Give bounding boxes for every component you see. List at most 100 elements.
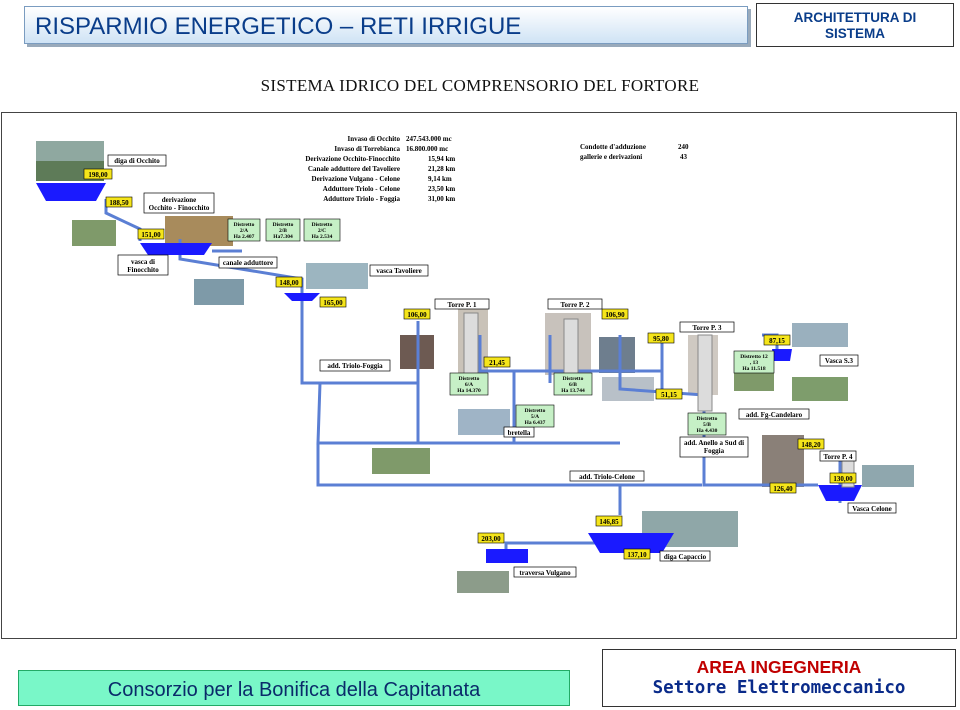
- elevation-tag: 165,00: [319, 296, 347, 308]
- info-extra-value: 43: [680, 153, 688, 161]
- elevation-tag: 87,15: [763, 334, 791, 346]
- photo-valve: [599, 337, 635, 373]
- info-label: Derivazione Vulgano - Celone: [312, 175, 400, 183]
- photo-bretella: [458, 409, 510, 435]
- info-value: 9,14 km: [428, 175, 452, 183]
- elevation-tag: 106,90: [601, 308, 629, 320]
- label-diga-capaccio: diga Capaccio: [664, 553, 707, 561]
- label-add-triolo-celone: add. Triolo-Celone: [579, 473, 635, 481]
- label-add-fg-candelaro: add. Fg-Candelaro: [746, 411, 803, 419]
- reservoir-occhito: [36, 183, 106, 201]
- svg-text:Distretto: Distretto: [563, 376, 584, 382]
- label-derivazione-2: Occhito - Finocchito: [149, 204, 210, 212]
- label-derivazione: derivazione: [162, 196, 197, 204]
- info-value: 15,94 km: [428, 155, 455, 163]
- photo-canal: [372, 448, 430, 474]
- label-vasca-celone: Vasca Celone: [852, 505, 892, 513]
- svg-text:Ha 11.518: Ha 11.518: [742, 366, 765, 372]
- svg-text:6/B: 6/B: [569, 382, 577, 388]
- svg-text:, 13: , 13: [750, 360, 759, 366]
- weir-vulgano: [486, 549, 528, 563]
- photo-derivazione: [72, 220, 116, 246]
- svg-text:137,10: 137,10: [627, 551, 647, 559]
- reservoir-s3: [772, 349, 792, 361]
- svg-text:130,00: 130,00: [833, 475, 853, 483]
- svg-text:21,45: 21,45: [489, 359, 505, 367]
- svg-text:Ha 13.744: Ha 13.744: [561, 388, 585, 394]
- elevation-tag: 106,00: [403, 308, 431, 320]
- tower-p2: [563, 318, 579, 380]
- label-torre-p1: Torre P. 1: [447, 301, 477, 309]
- photo-torre-p4: [762, 435, 804, 487]
- svg-text:Ha7.304: Ha7.304: [273, 234, 293, 240]
- info-extra-value: 240: [678, 143, 689, 151]
- photo-celone: [862, 465, 914, 487]
- svg-text:Distretto: Distretto: [273, 222, 294, 228]
- svg-text:148,20: 148,20: [801, 441, 821, 449]
- elevation-tag: 146,85: [595, 515, 623, 527]
- info-value: 16.800.000 mc: [406, 145, 448, 153]
- elevation-tag: 148,20: [797, 438, 825, 450]
- svg-text:126,40: 126,40: [773, 485, 793, 493]
- hydraulic-scheme: 198,00 188,50 151,00 148,00 165,00 106,0…: [36, 135, 914, 593]
- area-ingegneria-label: AREA INGEGNERIA: [696, 657, 862, 677]
- label-add-anello: add. Anello a Sud di: [684, 439, 744, 447]
- svg-text:151,00: 151,00: [141, 231, 161, 239]
- svg-text:87,15: 87,15: [769, 337, 785, 345]
- svg-text:203,00: 203,00: [481, 535, 501, 543]
- svg-text:146,85: 146,85: [599, 518, 619, 526]
- info-value: 23,50 km: [428, 185, 455, 193]
- svg-text:165,00: 165,00: [323, 299, 343, 307]
- info-table: Invaso di Occhito 247.543.000 mc Invaso …: [305, 135, 689, 203]
- elevation-tag: 203,00: [477, 532, 505, 544]
- svg-text:Distretto 12: Distretto 12: [740, 354, 768, 360]
- elevation-tag: 148,00: [275, 276, 303, 288]
- photo-vulgano: [457, 571, 509, 593]
- svg-text:Ha 4.430: Ha 4.430: [697, 428, 718, 434]
- svg-text:2/C: 2/C: [318, 228, 326, 234]
- tower-p3: [697, 334, 713, 412]
- label-bretella: bretella: [508, 429, 531, 437]
- info-label: Adduttore Triolo - Foggia: [323, 195, 400, 203]
- slide-title: RISPARMIO ENERGETICO – RETI IRRIGUE: [24, 6, 748, 44]
- elevation-tags: 198,00 188,50 151,00 148,00 165,00 106,0…: [83, 168, 857, 560]
- info-label: Derivazione Occhito-Finocchito: [305, 155, 400, 163]
- label-diga-occhito: diga di Occhito: [114, 157, 160, 165]
- info-extra-label: Condotte d'adduzione: [580, 143, 646, 151]
- elevation-tag: 130,00: [829, 472, 857, 484]
- area-footer: AREA INGEGNERIA Settore Elettromeccanico: [602, 649, 956, 707]
- svg-text:198,00: 198,00: [88, 171, 108, 179]
- info-label: Adduttore Triolo - Celone: [323, 185, 400, 193]
- info-value: 31,00 km: [428, 195, 455, 203]
- diagram-subtitle: SISTEMA IDRICO DEL COMPRENSORIO DEL FORT…: [260, 76, 700, 95]
- towers: [463, 312, 855, 488]
- svg-text:188,50: 188,50: [109, 199, 129, 207]
- elevation-tag: 198,00: [83, 168, 113, 180]
- photo-vasca-s3: [792, 323, 848, 347]
- label-traversa-vulgano: traversa Vulgano: [519, 569, 571, 577]
- photo-districts: [165, 216, 233, 246]
- info-label: Invaso di Occhito: [347, 135, 400, 143]
- info-value: 247.543.000 mc: [406, 135, 452, 143]
- label-torre-p2: Torre P. 2: [560, 301, 590, 309]
- elevation-tag: 21,45: [483, 356, 511, 368]
- svg-text:Ha 14.370: Ha 14.370: [457, 388, 481, 394]
- elevation-tag: 188,50: [105, 196, 133, 208]
- reservoir-tavoliere: [284, 293, 320, 301]
- svg-text:2/B: 2/B: [279, 228, 287, 234]
- svg-text:Ha 2.534: Ha 2.534: [312, 234, 333, 240]
- elevation-tag: 126,40: [769, 482, 797, 494]
- svg-text:2/A: 2/A: [240, 228, 248, 234]
- svg-text:95,80: 95,80: [653, 335, 669, 343]
- svg-text:Ha 2.407: Ha 2.407: [234, 234, 255, 240]
- header-box-line2: SISTEMA: [824, 26, 885, 41]
- label-add-anello-2: Foggia: [704, 447, 725, 455]
- svg-text:148,00: 148,00: [279, 279, 299, 287]
- label-torre-p3: Torre P. 3: [692, 324, 722, 332]
- label-vasca-s3: Vasca S.3: [825, 357, 854, 365]
